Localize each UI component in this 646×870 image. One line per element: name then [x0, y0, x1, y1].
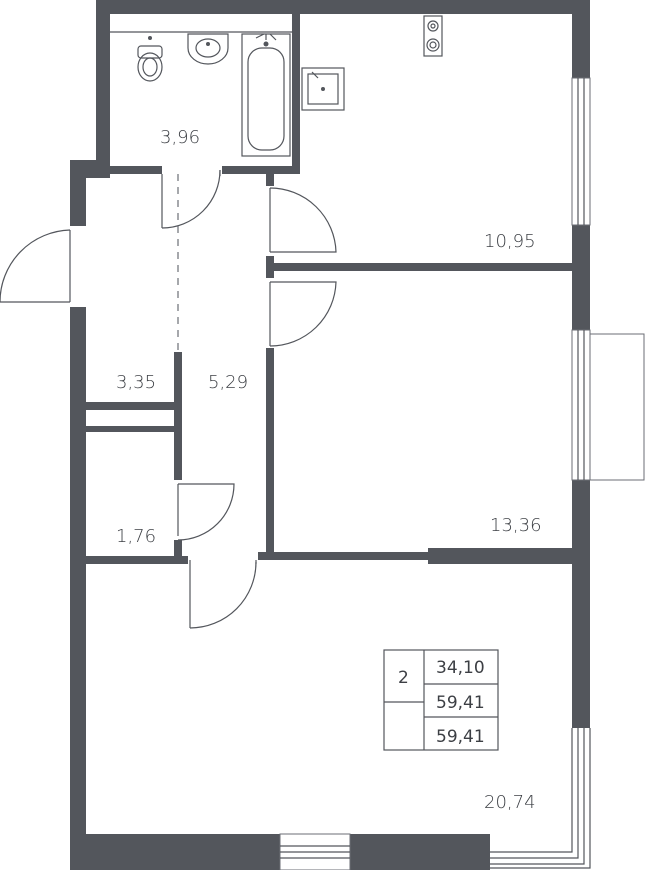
corridor-area-label: 5,29	[208, 372, 248, 393]
sink-icon	[301, 67, 345, 111]
doors	[0, 169, 337, 629]
bedroom-area-label: 13,36	[490, 515, 542, 536]
kitchen-fixtures	[301, 15, 443, 111]
storage-door[interactable]	[177, 483, 235, 541]
kitchen-area-label: 10,95	[484, 231, 536, 252]
living-area-label: 20,74	[484, 792, 536, 813]
room-labels: 3,96 10,95 3,35 5,29 1,76 13,36 20,74	[116, 127, 542, 813]
bedroom-door[interactable]	[269, 281, 337, 347]
hall-area-label: 3,35	[116, 372, 156, 393]
bathroom-fixtures	[110, 31, 292, 157]
entrance-door[interactable]	[0, 229, 71, 303]
living-room-door[interactable]	[189, 560, 257, 629]
outer-walls	[70, 0, 590, 870]
inner-walls	[86, 14, 572, 564]
bathroom-door[interactable]	[161, 169, 221, 229]
total-space-value: 59,41	[436, 693, 485, 713]
storage-area-label: 1,76	[116, 526, 156, 547]
rooms-count: 2	[398, 668, 409, 688]
kitchen-door[interactable]	[269, 187, 337, 253]
stove-icon	[423, 15, 443, 57]
toilet-icon	[137, 36, 163, 82]
total-space-with-balcony-value: 59,41	[436, 727, 485, 747]
living-space-value: 34,10	[436, 658, 485, 678]
bathroom-area-label: 3,96	[160, 127, 200, 148]
area-legend: 2 34,10 59,41 59,41	[383, 649, 499, 751]
windows	[279, 77, 645, 870]
bathtub-icon	[241, 33, 291, 157]
washbasin-icon	[187, 33, 229, 65]
